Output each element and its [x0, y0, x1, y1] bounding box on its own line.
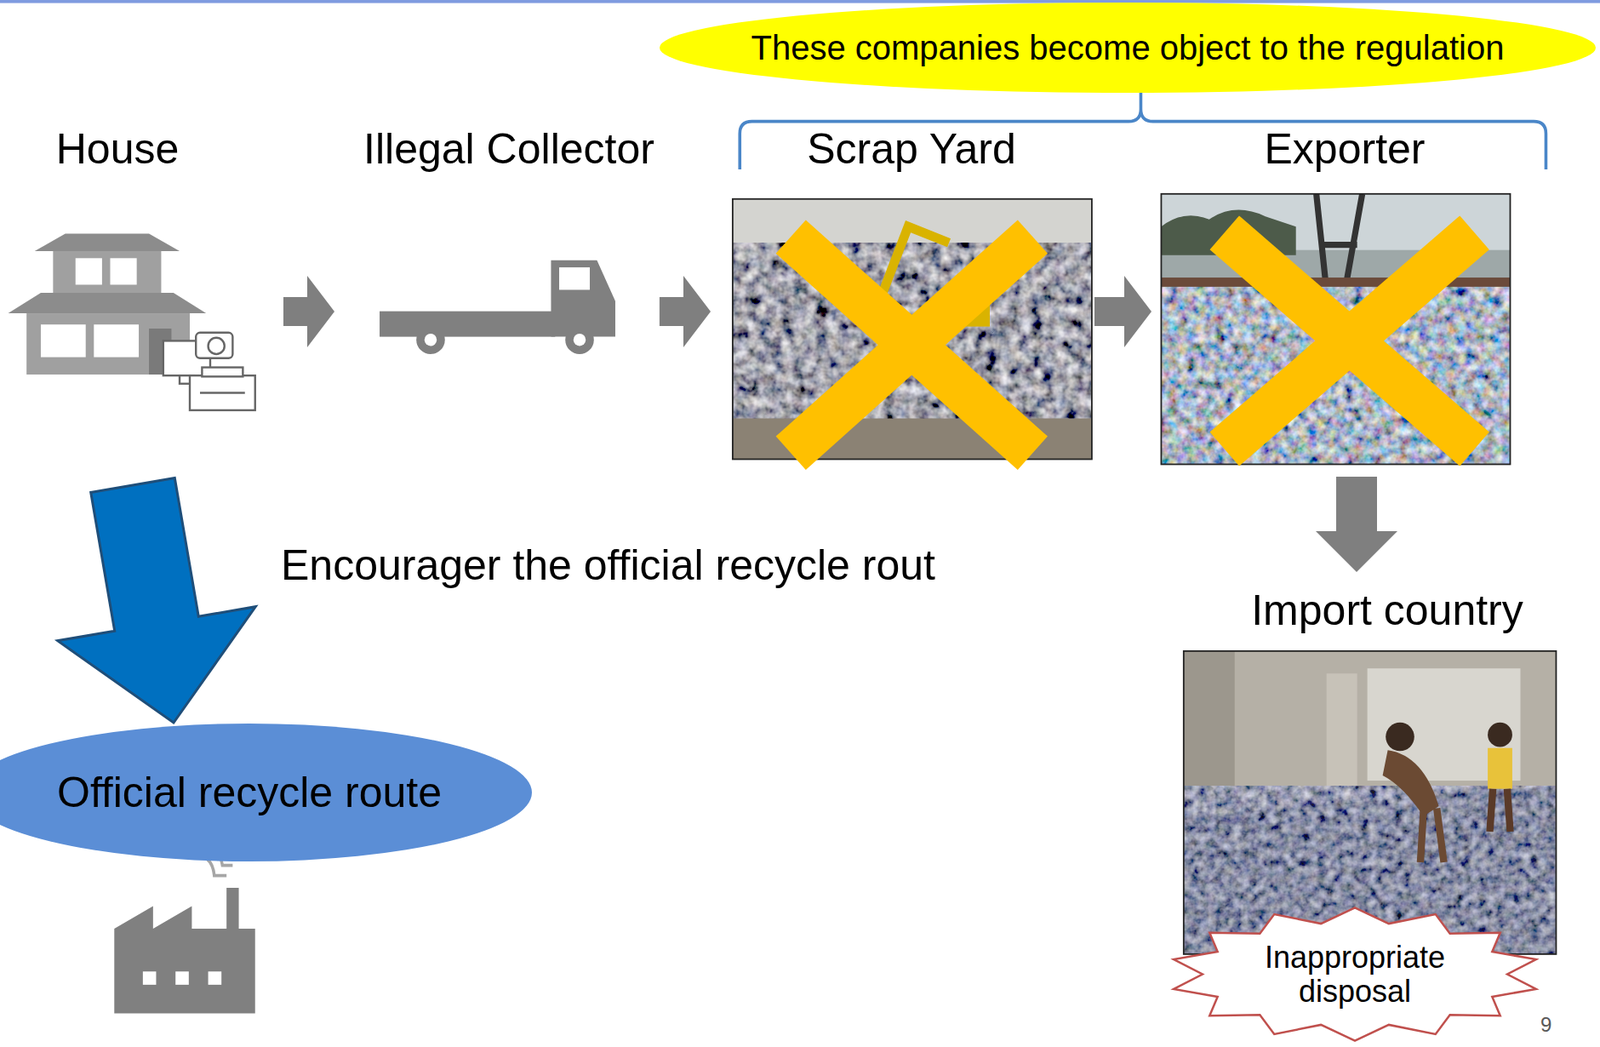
exporter-photo — [1160, 194, 1510, 465]
flow-arrow — [57, 478, 257, 723]
stage-box: Scrap Yard — [710, 123, 1095, 473]
stage-heading: Exporter — [1264, 123, 1426, 175]
stage-heading: Illegal Collector — [363, 123, 655, 175]
flow-arrow — [283, 275, 335, 348]
stage-heading: House — [56, 123, 180, 175]
page-number: 9 — [1540, 1012, 1552, 1038]
stage-box: Exporter — [1151, 123, 1524, 477]
route-label: Official recycle route — [57, 766, 442, 818]
burst-callout: Inappropriate disposal — [1173, 908, 1537, 1040]
appliance-icons — [163, 332, 256, 411]
route-ellipse: Official recycle route — [0, 722, 533, 863]
top-rule — [0, 0, 1600, 4]
import-photo — [1183, 651, 1557, 955]
flow-arrow — [659, 275, 711, 348]
flow-arrow — [1094, 275, 1152, 348]
flow-arrow — [1315, 476, 1398, 572]
truck-icon — [379, 260, 616, 355]
callout-text: These companies become object to the reg… — [750, 27, 1504, 69]
burst-text: Inappropriate disposal — [1256, 940, 1454, 1008]
stage-box: Import countryInappropriate disposal — [1170, 571, 1562, 1043]
stage-heading: Scrap Yard — [806, 123, 1017, 175]
stage-heading: Import country — [1251, 584, 1524, 636]
stage-box: Illegal Collector — [334, 123, 660, 379]
edge-label: Encourager the official recycle rout — [280, 539, 936, 591]
edge-label-holder: Encourager the official recycle rout — [280, 539, 936, 591]
scrap-yard-photo — [732, 199, 1092, 460]
label-holder: 9 — [1540, 1012, 1552, 1038]
stage-box: House — [8, 123, 284, 486]
regulation-callout: These companies become object to the reg… — [658, 1, 1597, 94]
